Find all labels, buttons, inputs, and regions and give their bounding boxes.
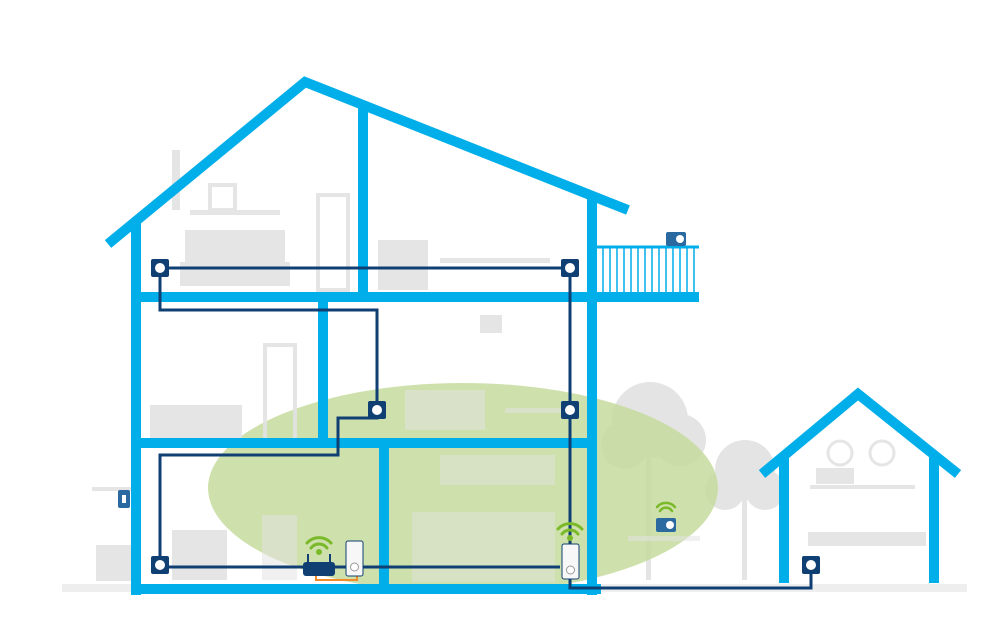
radio-icon bbox=[656, 518, 676, 532]
furniture bbox=[92, 150, 926, 582]
powerline-adapter-icon bbox=[345, 540, 364, 577]
radio-icon bbox=[666, 232, 686, 246]
power-socket-icon bbox=[802, 556, 820, 574]
wifi-icon bbox=[556, 522, 584, 541]
power-socket-icon bbox=[561, 401, 579, 419]
wifi-icon bbox=[305, 536, 333, 555]
power-socket-icon bbox=[151, 259, 169, 277]
shed-icon bbox=[758, 387, 962, 583]
light-switch-icon bbox=[118, 490, 130, 508]
ethernet-cable bbox=[315, 575, 358, 581]
power-socket-icon bbox=[151, 556, 169, 574]
balcony-railing bbox=[597, 245, 699, 294]
power-socket-icon bbox=[368, 401, 386, 419]
powerline-adapter-icon bbox=[561, 543, 580, 580]
house-icon bbox=[104, 76, 699, 595]
wifi-icon bbox=[655, 501, 677, 513]
power-socket-icon bbox=[561, 259, 579, 277]
router-icon bbox=[303, 554, 335, 576]
